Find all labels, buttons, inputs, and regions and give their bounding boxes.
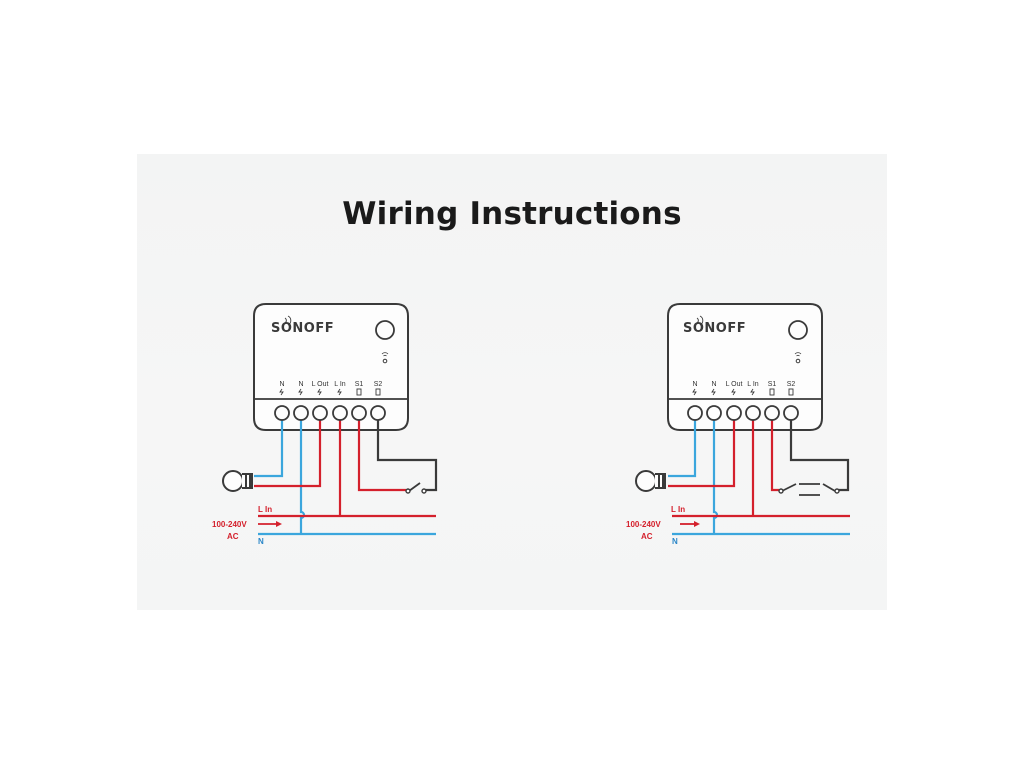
terminal-label-n: N (692, 381, 697, 388)
live-in-label: L In (671, 505, 685, 514)
terminal-label-n: N (711, 381, 716, 388)
switch-s2-wire (376, 415, 438, 492)
wifi-icon (696, 315, 704, 326)
light-bulb-icon (222, 470, 253, 492)
neutral-wire (668, 415, 697, 478)
terminal-label-l-out: L Out (726, 381, 743, 388)
terminal-label-n: N (298, 381, 303, 388)
terminal-screw (764, 405, 780, 421)
terminal-label-l-out: L Out (312, 381, 329, 388)
terminal-screw (370, 405, 386, 421)
terminal-symbol-icon (375, 388, 381, 396)
terminal-screw (706, 405, 722, 421)
terminal-screw (332, 405, 348, 421)
terminal-symbol-icon (337, 388, 342, 396)
terminal-symbol-icon (788, 388, 794, 396)
switch-lever (781, 483, 797, 492)
switch-contact (405, 488, 411, 494)
terminal-label-s2: S2 (374, 381, 383, 388)
terminal-screw (293, 405, 309, 421)
neutral-label: N (258, 537, 264, 546)
terminal-screw (351, 405, 367, 421)
terminal-label-l-in: L In (334, 381, 346, 388)
voltage-label: 100-240V (212, 520, 247, 529)
terminal-symbol-icon (711, 388, 716, 396)
terminal-label-s2: S2 (787, 381, 796, 388)
wifi-icon (381, 352, 389, 357)
neutral-wire (254, 415, 284, 478)
switch-s1-wire (357, 415, 406, 492)
wiring-diagram-two-way-switch: SONOFF N N L Out L In S1 S2 (626, 303, 850, 546)
live-in-label: L In (258, 505, 272, 514)
terminal-symbol-icon (298, 388, 303, 396)
terminal-symbol-icon (317, 388, 322, 396)
terminal-screw (274, 405, 290, 421)
terminal-screw (745, 405, 761, 421)
pairing-button (375, 320, 395, 340)
brand-logo: SONOFF (683, 321, 746, 336)
terminal-label-s1: S1 (355, 381, 364, 388)
terminal-symbol-icon (769, 388, 775, 396)
pairing-button (788, 320, 808, 340)
led-indicator (795, 358, 801, 364)
light-bulb-icon (635, 470, 666, 492)
switch-contact (421, 488, 427, 494)
terminal-label-n: N (279, 381, 284, 388)
switch-s1-wire (770, 415, 779, 492)
switch-lever (822, 483, 836, 492)
sonoff-device: SONOFF N N L Out L In S1 S2 (253, 303, 409, 431)
terminal-symbol-icon (750, 388, 755, 396)
sonoff-device: SONOFF N N L Out L In S1 S2 (667, 303, 823, 431)
ac-label: AC (641, 532, 653, 541)
switch-contact (834, 488, 840, 494)
terminal-symbol-icon (356, 388, 362, 396)
switch-contact (778, 488, 784, 494)
terminal-symbol-icon (279, 388, 284, 396)
terminal-screw (687, 405, 703, 421)
arrow-head-icon (694, 521, 700, 527)
wifi-icon (284, 315, 292, 326)
brand-logo: SONOFF (271, 321, 334, 336)
terminal-symbol-icon (731, 388, 736, 396)
arrow-head-icon (276, 521, 282, 527)
terminal-label-l-in: L In (747, 381, 759, 388)
terminal-screw (312, 405, 328, 421)
voltage-label: 100-240V (626, 520, 661, 529)
ac-label: AC (227, 532, 239, 541)
live-out-wire (254, 415, 322, 488)
led-indicator (382, 358, 388, 364)
wiring-diagram-single-switch: SONOFF N N L Out L In S1 S2 (212, 303, 438, 546)
wifi-icon (794, 352, 802, 357)
page-title: Wiring Instructions (342, 196, 682, 232)
terminal-symbol-icon (692, 388, 697, 396)
terminal-screw (726, 405, 742, 421)
switch-lever (408, 482, 421, 492)
terminal-label-s1: S1 (768, 381, 777, 388)
live-out-wire (668, 415, 736, 488)
switch-s2-wire (789, 415, 850, 492)
neutral-label: N (672, 537, 678, 546)
terminal-screw (783, 405, 799, 421)
